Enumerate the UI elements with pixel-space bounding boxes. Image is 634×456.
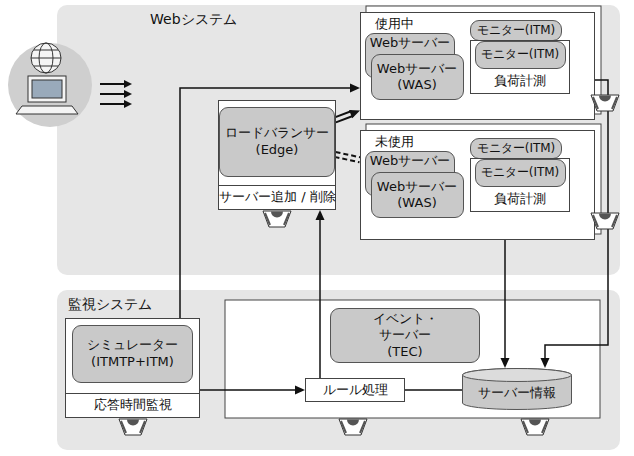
connector-line bbox=[334, 111, 352, 118]
node-label: Webサーバー (WAS) bbox=[377, 179, 457, 212]
connector bbox=[334, 110, 360, 122]
balancer-panel: サーバー追加 / 削除 ロードバランサー (Edge) bbox=[218, 100, 336, 210]
node-label: Webサーバー bbox=[370, 153, 450, 169]
node-label: サーバー情報 bbox=[478, 385, 556, 401]
node-label: サーバー追加 / 削除 bbox=[219, 185, 335, 209]
connector-line bbox=[336, 152, 361, 157]
monitor-box: モニター(ITM) bbox=[470, 138, 562, 159]
database-cylinder: サーバー情報 bbox=[462, 368, 572, 410]
node-label: モニター(ITM) bbox=[477, 23, 556, 38]
monitor-icon bbox=[263, 211, 291, 227]
event-server-panel bbox=[225, 300, 600, 418]
load-box: 負荷計測 モニター(ITM) bbox=[470, 158, 570, 212]
connector bbox=[180, 84, 360, 326]
node-label: Webサーバー (WAS) bbox=[377, 61, 457, 94]
arrow-head bbox=[350, 84, 360, 93]
monitor-icon bbox=[591, 213, 619, 229]
node-label: シミュレーター (ITMTP+ITM) bbox=[87, 334, 178, 374]
node-label: 監視システム bbox=[68, 296, 152, 314]
arrow-head bbox=[501, 358, 510, 368]
node-label: 応答時間監視 bbox=[66, 393, 199, 417]
connector-line bbox=[180, 88, 352, 325]
arrow-head bbox=[316, 210, 325, 220]
client-icon bbox=[8, 43, 92, 127]
monitor-icon bbox=[521, 419, 549, 435]
server-group: 未使用 Webサーバー Webサーバー (WAS) モニター(ITM) 負荷計測 モニター… bbox=[360, 130, 595, 240]
simulator-box: シミュレーター (ITMTP+ITM) bbox=[72, 325, 193, 383]
server-box: Webサーバー (WAS) bbox=[371, 54, 464, 100]
monitor-icon bbox=[339, 419, 367, 435]
connector bbox=[334, 152, 360, 162]
connector bbox=[316, 210, 325, 378]
node-label: モニター(ITM) bbox=[477, 141, 556, 156]
system-region: 監視システム応答時間監視 シミュレーター (ITMTP+ITM) イベント・サーバー… bbox=[57, 290, 620, 450]
arrow-head bbox=[541, 358, 550, 368]
arrow-head bbox=[295, 386, 305, 395]
connector-line bbox=[200, 389, 297, 391]
connector bbox=[405, 390, 462, 391]
node-label: Webシステム bbox=[150, 11, 237, 29]
connector bbox=[200, 386, 305, 395]
node-label: ロードバランサー (Edge) bbox=[225, 122, 329, 162]
connector-line bbox=[319, 218, 321, 378]
node-label: 未使用 bbox=[375, 134, 414, 150]
node-label: モニター(ITM) bbox=[481, 44, 560, 66]
rule-box: ルール処理 bbox=[305, 378, 405, 402]
connector-line bbox=[334, 157, 359, 162]
node-label: 負荷計測 bbox=[471, 70, 569, 93]
server-group: 使用中 Webサーバー Webサーバー (WAS) モニター(ITM) 負荷計測 モニター… bbox=[360, 12, 595, 120]
node-label: ルール処理 bbox=[323, 382, 388, 398]
monitor-system-ground bbox=[57, 290, 620, 450]
monitor-box: モニター(ITM) bbox=[475, 41, 566, 69]
monitor-box: モニター(ITM) bbox=[475, 159, 566, 187]
event-server-box: イベント・サーバー (TEC) bbox=[330, 308, 480, 363]
monitor-box: モニター(ITM) bbox=[470, 20, 562, 41]
balancer-box: ロードバランサー (Edge) bbox=[219, 107, 335, 177]
server-box: Webサーバー (WAS) bbox=[371, 172, 464, 218]
node-label: 負荷計測 bbox=[471, 188, 569, 211]
arrow-head bbox=[349, 110, 360, 118]
node-label: Webサーバー bbox=[370, 35, 450, 51]
web-system-ground bbox=[57, 5, 620, 275]
monitor-icon bbox=[591, 95, 619, 111]
system-region: Webシステムサーバー追加 / 削除 ロードバランサー (Edge) 使用中 Webサ… bbox=[57, 5, 620, 275]
connector-line bbox=[405, 389, 462, 391]
node-label: イベント・サーバー (TEC) bbox=[373, 311, 438, 360]
simulator-panel: 応答時間監視 シミュレーター (ITMTP+ITM) bbox=[65, 318, 200, 418]
load-box: 負荷計測 モニター(ITM) bbox=[470, 40, 570, 94]
monitor-icon bbox=[119, 419, 147, 435]
node-label: 使用中 bbox=[375, 16, 414, 32]
node-label: モニター(ITM) bbox=[481, 162, 560, 184]
request-arrows bbox=[100, 80, 132, 108]
